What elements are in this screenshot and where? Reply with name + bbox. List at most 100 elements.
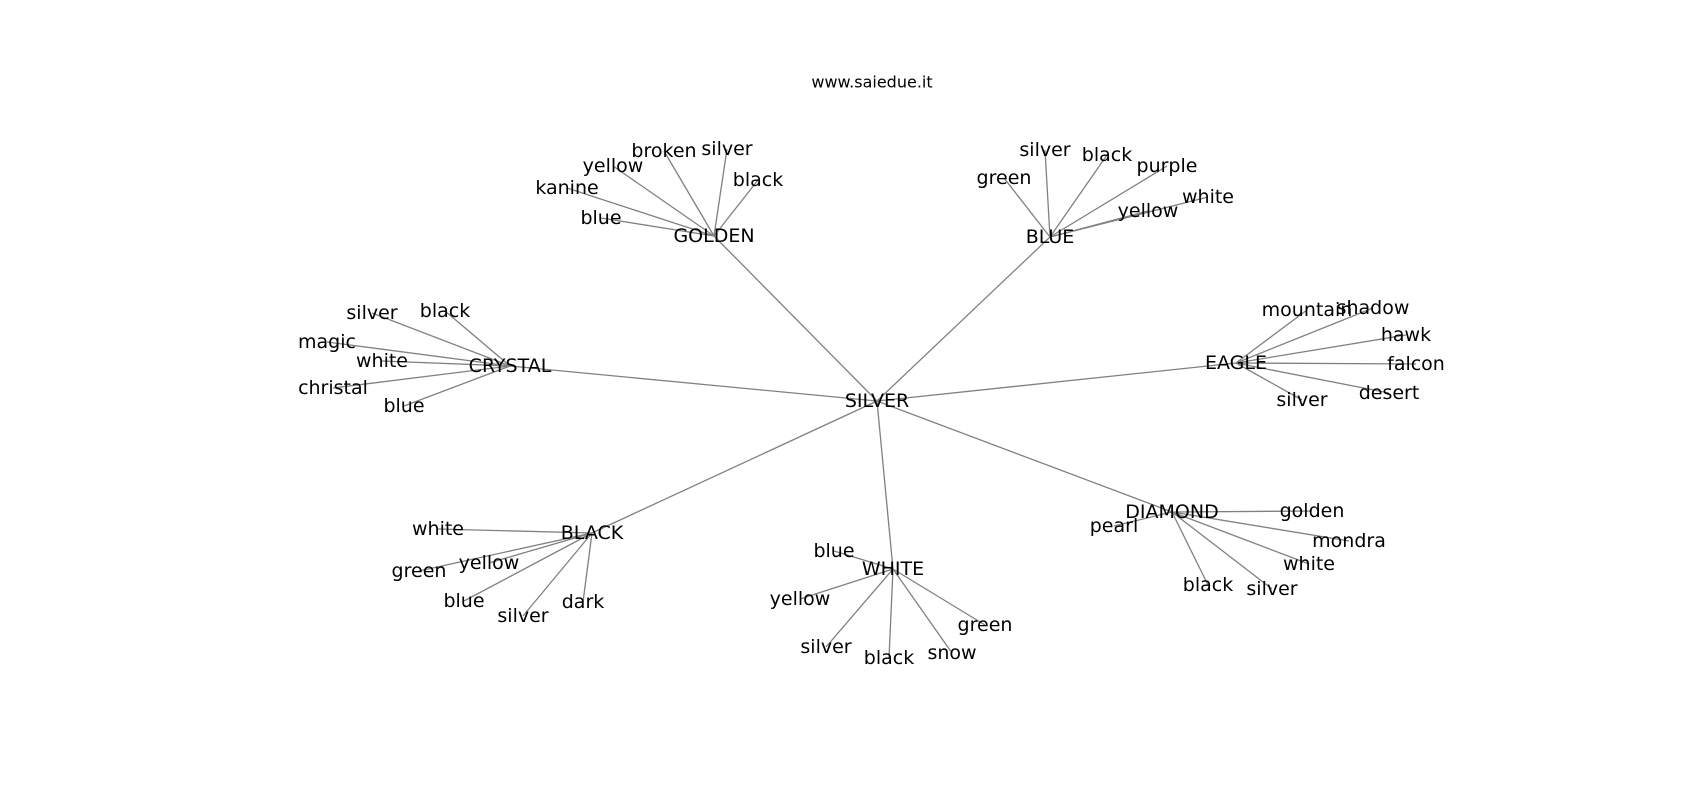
edge-golden-kanine [566, 187, 715, 237]
edge-eagle-silver [1235, 362, 1303, 401]
leaf-node-white-silver: silver [800, 636, 851, 658]
leaf-node-blue-white: white [1182, 186, 1234, 208]
root-node-label: SILVER [845, 390, 909, 412]
edge-diamond-mondra [1171, 511, 1350, 542]
leaf-node-black-blue: blue [443, 590, 484, 612]
edge-root-golden [713, 235, 878, 402]
edge-root-blue [876, 236, 1051, 402]
edge-eagle-hawk [1235, 334, 1407, 364]
leaf-node-diamond-mondra: mondra [1312, 530, 1386, 552]
leaf-node-diamond-silver: silver [1246, 578, 1297, 600]
edge-crystal-silver [371, 312, 511, 367]
edge-golden-silver [713, 148, 728, 237]
leaf-node-blue-yellow: yellow [1118, 200, 1179, 222]
leaf-node-golden-broken: broken [631, 140, 696, 162]
edge-crystal-white [381, 360, 511, 367]
edge-blue-white [1049, 196, 1209, 238]
edge-black-yellow [488, 532, 593, 564]
hub-node-black: BLACK [561, 522, 624, 544]
hub-node-white: WHITE [862, 558, 924, 580]
leaf-node-black-green: green [392, 560, 447, 582]
edge-diamond-black [1171, 511, 1209, 586]
edge-crystal-black [444, 310, 511, 367]
edge-diamond-white [1171, 511, 1310, 565]
leaf-node-golden-black: black [733, 169, 783, 191]
edge-white-snow [892, 568, 953, 654]
leaf-node-diamond-black: black [1183, 574, 1233, 596]
edge-white-blue [833, 550, 894, 570]
leaf-node-eagle-silver: silver [1276, 389, 1327, 411]
leaf-node-diamond-white: white [1283, 553, 1335, 575]
edge-golden-black [713, 179, 759, 237]
edge-golden-blue [600, 217, 715, 237]
leaf-node-diamond-golden: golden [1280, 500, 1345, 522]
edge-white-green [892, 568, 986, 626]
leaf-node-black-silver: silver [497, 605, 548, 627]
leaf-node-blue-purple: purple [1137, 155, 1198, 177]
edge-root-eagle [876, 362, 1237, 402]
edge-golden-broken [663, 150, 715, 237]
leaf-node-golden-yellow: yellow [583, 155, 644, 177]
leaf-node-eagle-hawk: hawk [1381, 324, 1431, 346]
leaf-node-black-white: white [412, 518, 464, 540]
hub-node-blue: BLUE [1026, 226, 1075, 248]
edge-crystal-magic [326, 341, 511, 367]
edge-eagle-mountain [1235, 309, 1308, 364]
edge-crystal-blue [403, 365, 511, 407]
leaf-node-eagle-desert: desert [1359, 382, 1420, 404]
leaf-node-crystal-white: white [356, 350, 408, 372]
leaf-node-crystal-blue: blue [383, 395, 424, 417]
leaf-node-black-yellow: yellow [459, 552, 520, 574]
edge-blue-purple [1049, 165, 1168, 238]
hub-node-crystal: CRYSTAL [469, 355, 552, 377]
edge-root-white [876, 400, 894, 570]
edge-diamond-pearl [1113, 511, 1173, 527]
edge-white-black [888, 568, 894, 659]
edge-crystal-christal [332, 365, 511, 389]
leaf-node-crystal-magic: magic [298, 331, 356, 353]
edge-eagle-desert [1235, 362, 1390, 394]
leaf-node-black-dark: dark [562, 591, 605, 613]
edge-root-diamond [876, 400, 1173, 513]
hub-node-diamond: DIAMOND [1125, 501, 1218, 523]
leaf-node-eagle-shadow: shadow [1337, 297, 1410, 319]
edge-white-yellow [799, 568, 894, 600]
leaf-node-eagle-mountain: mountain [1262, 299, 1353, 321]
hub-node-golden: GOLDEN [673, 225, 754, 247]
hub-node-eagle: EAGLE [1205, 352, 1267, 374]
leaf-node-crystal-silver: silver [346, 302, 397, 324]
leaf-node-golden-silver: silver [701, 138, 752, 160]
leaf-node-golden-kanine: kanine [535, 177, 598, 199]
edge-diamond-golden [1171, 510, 1313, 513]
edge-blue-silver [1044, 149, 1051, 238]
edge-black-blue [463, 532, 593, 602]
edge-root-black [591, 400, 878, 534]
edge-black-silver [522, 532, 593, 617]
edge-white-silver [825, 568, 894, 648]
edge-eagle-falcon [1235, 362, 1417, 365]
edge-black-green [418, 532, 593, 572]
leaf-node-blue-silver: silver [1019, 139, 1070, 161]
leaf-node-golden-blue: blue [580, 207, 621, 229]
leaf-node-diamond-pearl: pearl [1090, 515, 1138, 537]
leaf-node-white-black: black [864, 647, 914, 669]
leaf-node-white-blue: blue [813, 540, 854, 562]
leaf-node-crystal-christal: christal [298, 377, 368, 399]
leaf-node-white-yellow: yellow [770, 588, 831, 610]
edge-eagle-shadow [1235, 307, 1374, 364]
edge-root-crystal [509, 365, 878, 402]
leaf-node-blue-green: green [977, 167, 1032, 189]
leaf-node-white-snow: snow [927, 642, 976, 664]
leaf-node-white-green: green [958, 614, 1013, 636]
edge-golden-yellow [612, 165, 715, 237]
leaf-node-blue-black: black [1082, 144, 1132, 166]
edge-black-dark [582, 532, 593, 603]
leaf-node-crystal-black: black [420, 300, 470, 322]
edge-blue-green [1003, 177, 1051, 238]
edge-diamond-silver [1171, 511, 1273, 590]
edge-blue-black [1049, 154, 1108, 238]
site-watermark: www.saiedue.it [811, 73, 932, 92]
edges-layer [326, 148, 1417, 659]
